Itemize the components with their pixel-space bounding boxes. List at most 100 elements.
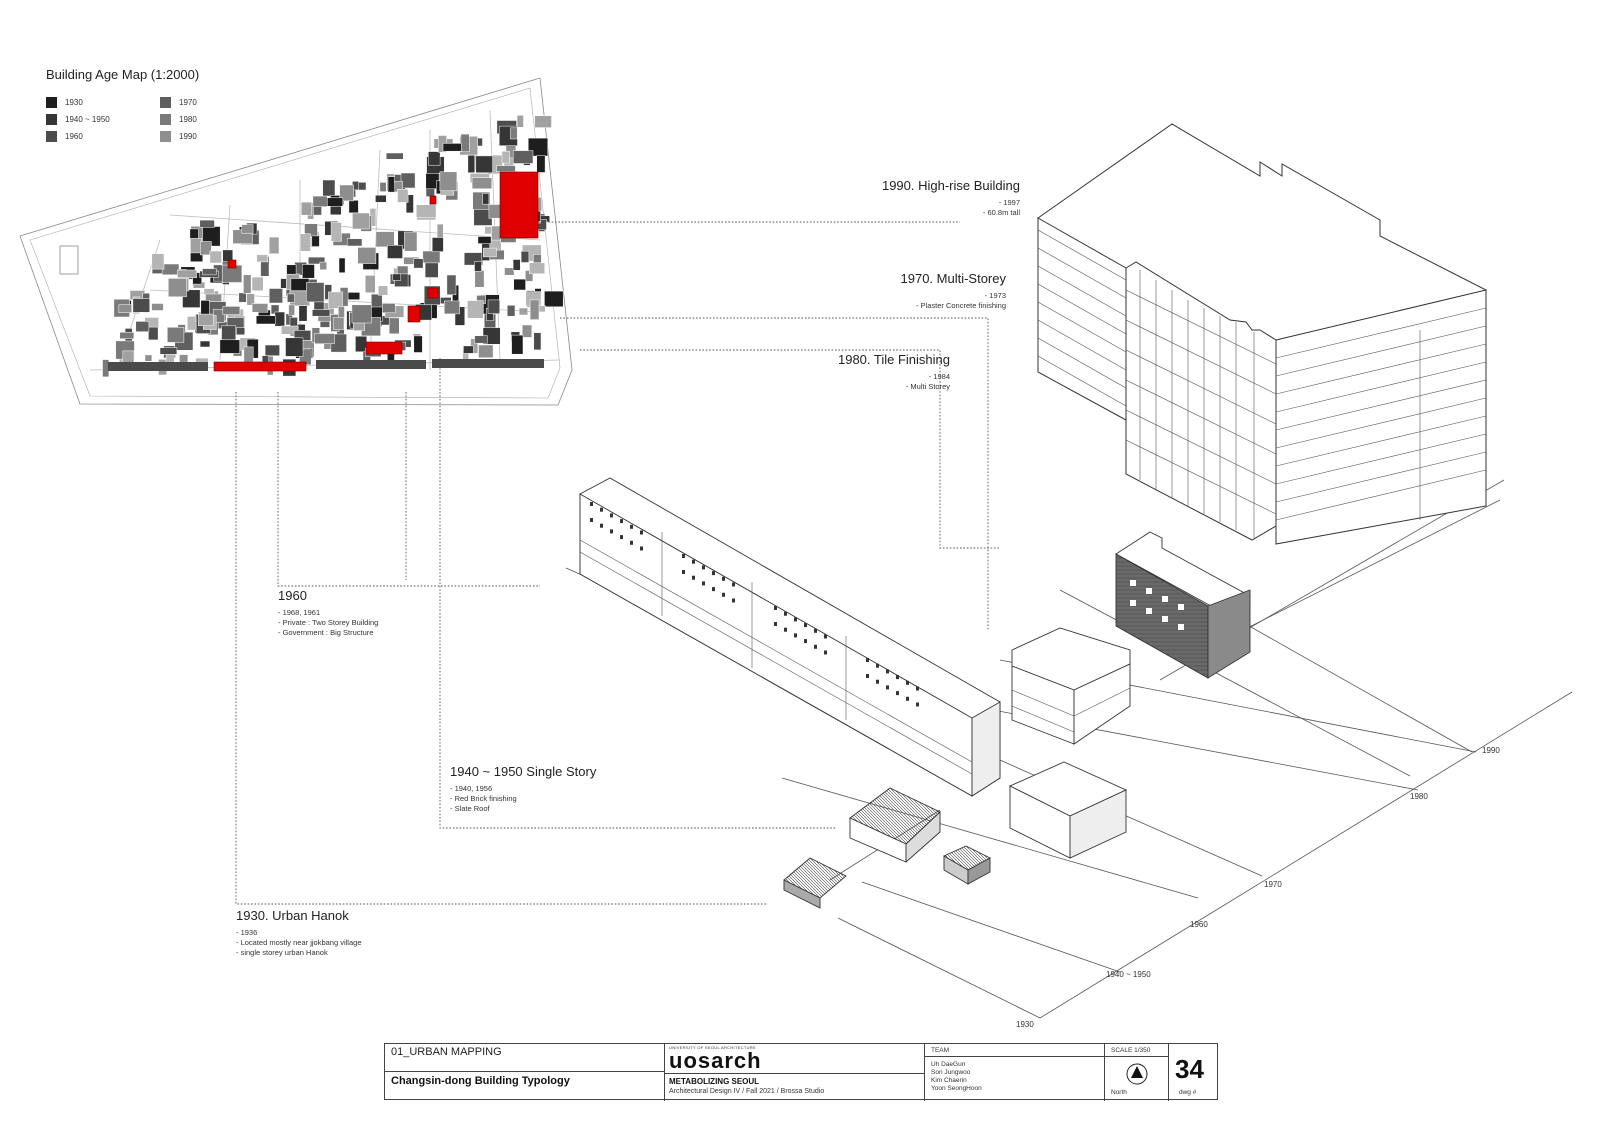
map-building [504, 267, 515, 276]
map-building [385, 152, 404, 160]
window [610, 513, 613, 518]
window [590, 502, 593, 506]
title-block-scale: SCALE 1/350 North [1105, 1044, 1169, 1101]
title-block-dwg: 34 dwg # [1169, 1044, 1217, 1101]
map-building [333, 317, 345, 330]
map-building [200, 241, 212, 256]
tile-finishing-building-1980 [1011, 627, 1131, 745]
map-building [513, 278, 526, 291]
map-building [300, 201, 313, 216]
map-highlighted-buildings [213, 171, 539, 372]
label-1970: 1970. Multi-Storey - 1973 - Plaster Conc… [806, 271, 1007, 311]
map-building [308, 256, 326, 265]
legend-item: 1990 [160, 131, 197, 142]
map-building [416, 204, 437, 218]
map-building [463, 345, 474, 354]
map-building [322, 179, 336, 197]
map-building [382, 303, 396, 314]
map-building [190, 252, 204, 262]
team-member: Kim Chaerin [931, 1077, 967, 1084]
map-building [328, 291, 343, 309]
note-line: - Private : Two Storey Building [278, 618, 379, 627]
map-building [119, 332, 135, 340]
window [886, 669, 889, 674]
note-line: - 1984 [928, 372, 950, 381]
window [876, 679, 879, 684]
team-member: Uh DaeGun [931, 1061, 966, 1068]
map-building [518, 307, 529, 316]
note-line: - single storey urban Hanok [236, 948, 328, 957]
axis-label-1980: 1980 [1410, 792, 1428, 801]
highrise-building-1990 [1037, 123, 1488, 545]
legend-swatch [46, 97, 57, 108]
map-building [506, 305, 516, 317]
note-line: - 1936 [236, 928, 258, 937]
school-name: UNIVERSITY OF SEOUL ARCHITECTURE [669, 1045, 756, 1050]
note-line: - 1973 [984, 291, 1006, 300]
map-building [428, 151, 441, 166]
window [824, 634, 827, 639]
legend-item: 1940 ~ 1950 [46, 114, 110, 125]
window [620, 519, 623, 524]
map-building [375, 194, 387, 203]
map-building [205, 293, 222, 302]
map-building [346, 238, 363, 247]
label-1940: 1940 ~ 1950 Single Story - 1940, 1956 - … [450, 764, 690, 814]
team-members: Uh DaeGun Son Jungwoo Kim Chaerin Yoon S… [931, 1061, 982, 1093]
window [600, 507, 603, 512]
map-building [484, 226, 492, 235]
note-line: - Slate Roof [450, 804, 490, 813]
map-building [135, 321, 150, 332]
window [916, 686, 919, 691]
window [732, 582, 735, 587]
map-building [241, 224, 254, 234]
map-building [482, 193, 490, 205]
map-building [413, 335, 423, 353]
label-1990-title: 1990. High-rise Building [881, 178, 1020, 193]
map-building [512, 150, 534, 164]
window [712, 571, 715, 576]
label-1990-notes: - 1997 - 60.8m tall [820, 198, 1020, 218]
map-building [288, 304, 295, 316]
axis-label-1970: 1970 [1264, 880, 1282, 889]
map-building [474, 335, 488, 344]
map-building [378, 285, 389, 296]
map-building [442, 143, 462, 152]
window [814, 628, 817, 633]
map-building [483, 247, 497, 258]
window [640, 546, 643, 551]
map-building [159, 347, 178, 355]
window [824, 650, 827, 655]
map-building [529, 262, 545, 275]
map-building [306, 282, 325, 303]
map-building [511, 334, 524, 355]
window [692, 559, 695, 564]
map-building [132, 298, 150, 313]
map-building [474, 270, 485, 288]
map-building [533, 332, 542, 351]
map-building [404, 231, 418, 252]
label-1930-notes: - 1936 - Located mostly near jjokbang vi… [236, 928, 476, 958]
axis-label-1960: 1960 [1190, 920, 1208, 929]
divider [925, 1056, 1105, 1057]
window [722, 576, 725, 581]
building-age-map [19, 77, 573, 406]
map-building [268, 236, 280, 255]
rowhouse-building-1960 [579, 477, 1001, 797]
map-building [501, 150, 510, 164]
map-building [246, 293, 255, 306]
window [692, 575, 695, 580]
window [906, 696, 909, 701]
label-1980: 1980. Tile Finishing - 1984 - Multi Stor… [750, 352, 950, 392]
two-storey-building-1960 [1008, 761, 1128, 859]
label-1960-notes: - 1968, 1961 - Private : Two Storey Buil… [278, 608, 478, 638]
team-member: Yoon SeongHoon [931, 1085, 982, 1092]
map-building [400, 172, 416, 189]
window [896, 691, 899, 696]
map-building [444, 300, 460, 315]
window [906, 680, 909, 685]
legend-item: 1930 [46, 97, 83, 108]
window [866, 658, 869, 662]
map-building [388, 317, 400, 335]
divider [385, 1071, 665, 1072]
